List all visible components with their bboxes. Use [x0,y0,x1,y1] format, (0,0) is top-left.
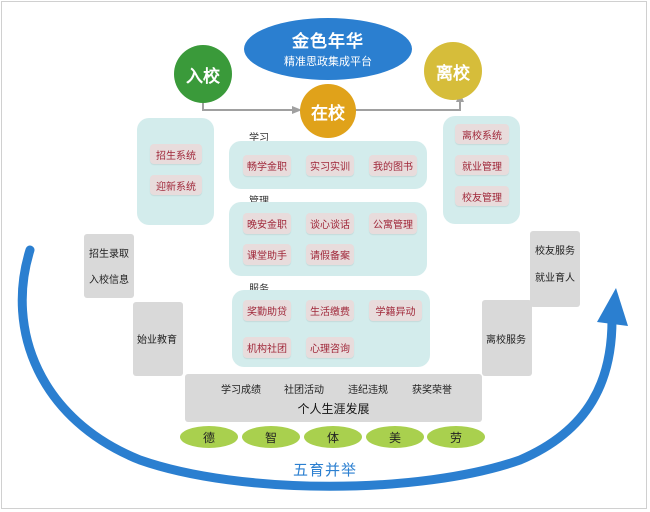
platform-title: 金色年华 精准思政集成平台 [244,18,412,80]
manage-item[interactable]: 课堂助手 [243,244,291,265]
system-graduation[interactable]: 离校系统 [455,124,509,144]
service-label: 服务 [249,280,269,295]
career-item: 社团活动 [284,385,324,396]
manage-item[interactable]: 晚安金职 [243,213,291,234]
admission-text: 招生录取 [89,249,129,260]
alumni-box: 校友服务 就业育人 [530,231,580,307]
enter-systems-panel [137,118,214,225]
alumni-service-text: 校友服务 [535,246,575,257]
orientation-text: 始业教育 [137,335,177,346]
system-admission[interactable]: 招生系统 [150,144,202,164]
stage-during: 在校 [300,84,356,138]
study-item[interactable]: 畅学金职 [243,155,291,176]
admission-info-box: 招生录取 入校信息 [84,234,134,298]
career-development-box: 学习成绩 社团活动 违纪违规 获奖荣誉 个人生涯发展 [185,374,482,422]
stage-enter: 入校 [174,45,232,103]
career-item: 获奖荣誉 [412,385,452,396]
service-item[interactable]: 生活缴费 [306,300,354,321]
virtue-labor: 劳 [427,426,485,448]
arc-arrowhead [597,288,628,326]
system-welcome[interactable]: 迎新系统 [150,175,202,195]
virtue-morality: 德 [180,426,238,448]
five-education-slogan: 五育并举 [292,461,357,479]
study-item[interactable]: 实习实训 [306,155,354,176]
manage-item[interactable]: 公寓管理 [369,213,417,234]
virtue-aesthetics: 美 [366,426,424,448]
manage-item[interactable]: 谈心谈话 [306,213,354,234]
employment-education-text: 就业育人 [535,273,575,284]
study-item[interactable]: 我的图书 [369,155,417,176]
platform-subtitle: 精准思政集成平台 [284,55,372,68]
study-label: 学习 [249,133,269,144]
system-alumni[interactable]: 校友管理 [455,186,509,206]
connector-enter [202,98,296,111]
orientation-box: 始业教育 [133,302,183,376]
manage-label: 管理 [249,192,269,207]
leave-service-text: 离校服务 [486,335,526,346]
system-employment[interactable]: 就业管理 [455,155,509,175]
career-item: 学习成绩 [221,385,261,396]
career-title: 个人生涯发展 [297,402,370,416]
stage-leave: 离校 [424,42,482,100]
service-item[interactable]: 机构社团 [243,337,291,358]
service-item[interactable]: 学籍异动 [369,300,422,321]
service-item[interactable]: 奖勤助贷 [243,300,291,321]
virtue-physique: 体 [304,426,362,448]
career-item: 违纪违规 [348,385,388,396]
leave-service-box: 离校服务 [482,300,532,376]
connector-leave [355,98,461,111]
enrollment-info-text: 入校信息 [89,275,129,286]
virtue-intellect: 智 [242,426,300,448]
manage-item[interactable]: 请假备案 [306,244,354,265]
platform-name: 金色年华 [292,32,364,52]
service-item[interactable]: 心理咨询 [306,337,354,358]
